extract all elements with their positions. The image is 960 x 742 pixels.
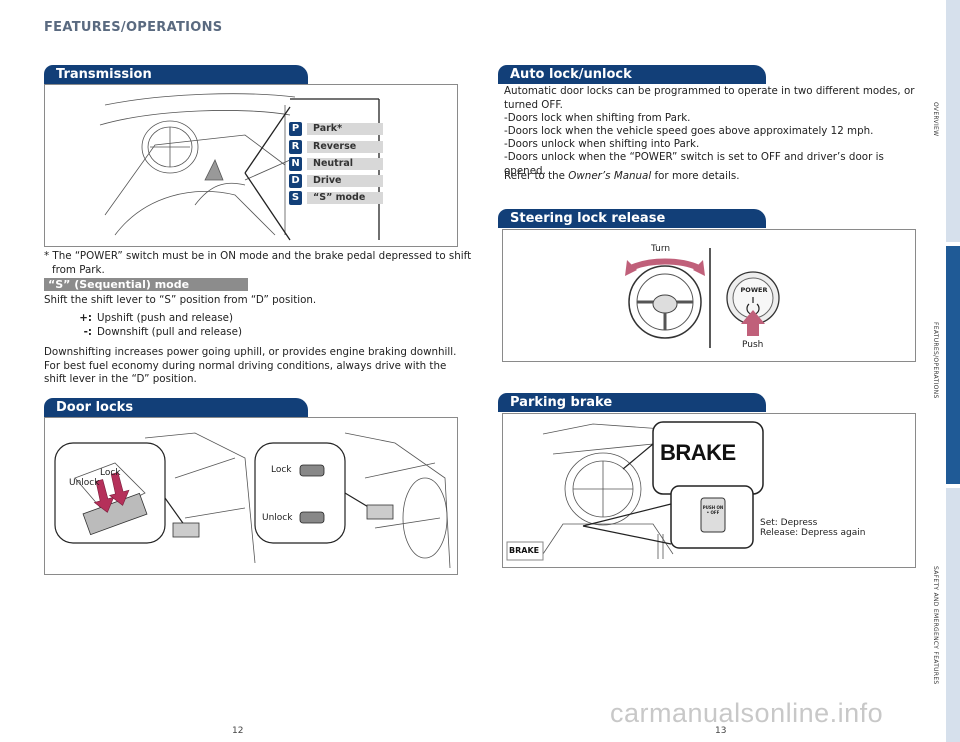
door-unlock-label-right: Unlock (262, 513, 293, 523)
parking-brake-set: Set: Depress (760, 518, 818, 528)
turn-arrow-icon (629, 258, 701, 271)
gear-label-reverse: Reverse (307, 141, 383, 153)
gear-badge-p: P (289, 122, 302, 136)
gear-label-drive: Drive (307, 175, 383, 187)
parking-brake-switch-icon (700, 497, 726, 533)
side-tab-overview[interactable] (946, 0, 960, 242)
gear-badge-n: N (289, 157, 302, 171)
gear-label-park: Park* (307, 123, 383, 135)
page-header: FEATURES/OPERATIONS (44, 20, 223, 35)
turn-label: Turn (651, 244, 671, 254)
auto-lock-refer-suffix: for more details. (651, 170, 740, 182)
auto-lock-item-4: -Doors unlock when the “POWER” switch is… (504, 151, 884, 177)
door-locks-title: Door locks (44, 398, 308, 417)
downshift-sign: -: (83, 326, 92, 338)
parking-brake-release: Release: Depress again (760, 528, 866, 538)
door-lock-label-left: Lock (100, 468, 121, 478)
side-label-features-operations: FEATURES/OPERATIONS (932, 322, 939, 399)
watermark: carmanualsonline.info (610, 698, 884, 728)
side-label-overview: OVERVIEW (932, 102, 939, 137)
gear-shift-illustration (99, 93, 380, 241)
door-unlock-label-left: Unlock (69, 478, 100, 488)
door-lock-label-right: Lock (271, 465, 292, 475)
brake-label-large: BRAKE (660, 440, 736, 465)
side-tab-features-operations[interactable] (946, 246, 960, 484)
push-label: Push (742, 340, 764, 350)
auto-lock-item-1: -Doors lock when shifting from Park. (504, 112, 691, 124)
steering-lock-panel: POWER Turn Push (502, 229, 916, 362)
steering-lock-illustration (625, 248, 780, 348)
parking-brake-title: Parking brake (498, 393, 766, 412)
gear-badge-s: S (289, 191, 302, 205)
s-mode-title: “S” (Sequential) mode (44, 278, 248, 291)
auto-lock-item-3: -Doors unlock when shifting into Park. (504, 138, 700, 150)
page-number-right: 13 (715, 726, 727, 736)
gear-badge-r: R (289, 140, 302, 154)
parking-brake-illustration (506, 421, 764, 561)
steering-lock-title: Steering lock release (498, 209, 766, 228)
parking-brake-panel: BRAKE PUSH ON • OFF BRAKE Set: Depress R… (502, 413, 916, 568)
side-label-safety: SAFETY AND EMERGENCY FEATURES (932, 566, 939, 685)
s-mode-intro: Shift the shift lever to “S” position fr… (44, 294, 317, 306)
side-tab-safety[interactable] (946, 488, 960, 742)
gear-label-neutral: Neutral (307, 158, 383, 170)
s-mode-body: Downshifting increases power going uphil… (44, 346, 457, 385)
transmission-panel: P Park* R Reverse N Neutral D Drive S “S… (44, 84, 458, 247)
owners-manual-title: Owner’s Manual (568, 170, 652, 182)
auto-lock-item-2: -Doors lock when the vehicle speed goes … (504, 125, 874, 137)
door-locks-illustration (54, 432, 451, 569)
push-arrow-icon (741, 310, 765, 336)
brake-label-small: BRAKE (509, 546, 540, 555)
upshift-text: Upshift (push and release) (97, 312, 234, 324)
auto-lock-intro: Automatic door locks can be programmed t… (504, 85, 915, 111)
power-button-label: POWER (740, 286, 768, 294)
gear-badge-d: D (289, 174, 302, 188)
auto-lock-title: Auto lock/unlock (498, 65, 766, 84)
page-number-left: 12 (232, 726, 244, 736)
parking-brake-switch-text: PUSH ON • OFF (702, 505, 724, 515)
upshift-sign: +: (79, 312, 92, 324)
auto-lock-refer-prefix: Refer to the (504, 170, 569, 182)
downshift-text: Downshift (pull and release) (97, 326, 242, 338)
gear-label-s-mode: “S” mode (307, 192, 383, 204)
transmission-title: Transmission (44, 65, 308, 84)
door-locks-panel: Lock Unlock Lock Unlock (44, 417, 458, 575)
auto-lock-refer: Refer to the Owner’s Manual for more det… (504, 170, 924, 184)
transmission-footnote: * The “POWER” switch must be in ON mode … (44, 250, 472, 276)
